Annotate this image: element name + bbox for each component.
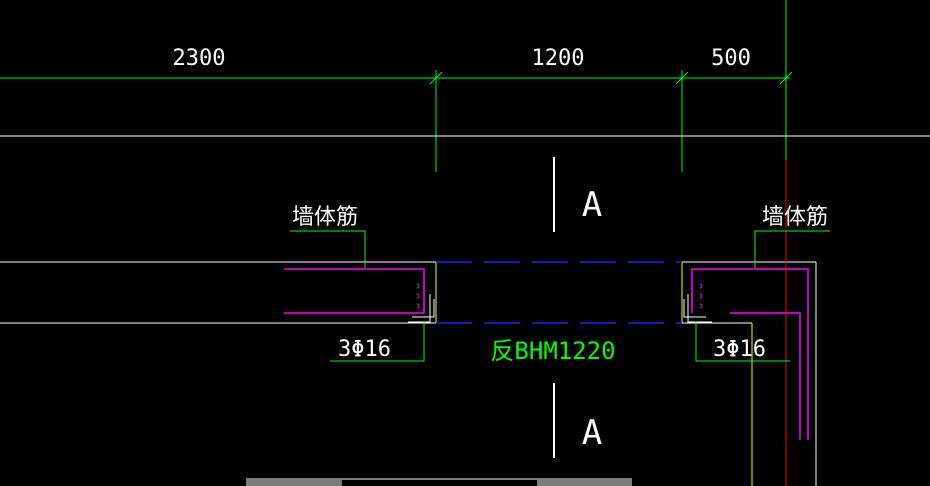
scrollbar-thumb[interactable] [342, 480, 537, 486]
dimension-lines [0, 0, 793, 172]
horizontal-scrollbar[interactable] [246, 478, 632, 486]
left-wall [0, 261, 437, 324]
label-rebar-right: 3Φ16 [713, 337, 766, 362]
dim-tick-3 [779, 71, 793, 85]
dim-text-1200: 1200 [532, 46, 585, 71]
label-wall-rebar-left: 墙体筋 [292, 205, 358, 230]
dim-tick-2 [675, 71, 689, 85]
dim-tick-1 [429, 71, 443, 85]
label-door: 反BHM1220 [490, 337, 615, 365]
section-label-bottom: A [582, 413, 602, 453]
leader-lines [290, 230, 830, 362]
section-label-top: A [582, 185, 602, 225]
label-rebar-left: 3Φ16 [338, 337, 391, 362]
label-wall-rebar-right: 墙体筋 [762, 205, 828, 230]
dim-text-2300: 2300 [173, 46, 226, 71]
dim-text-500: 500 [711, 46, 751, 71]
right-wall [681, 261, 817, 486]
door-opening [436, 261, 682, 324]
